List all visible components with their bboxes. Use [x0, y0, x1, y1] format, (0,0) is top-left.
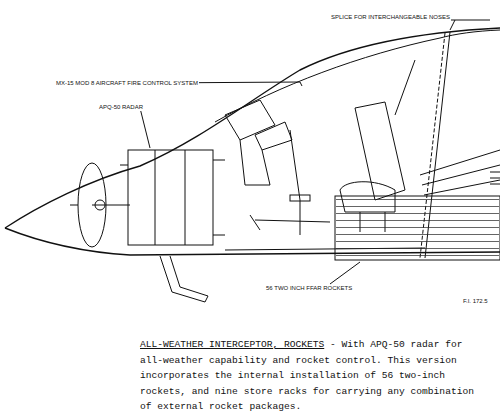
caption-block: ALL-WEATHER INTERCEPTOR, ROCKETS - With … [140, 337, 485, 415]
rockets-label: 56 TWO INCH FFAR ROCKETS [265, 285, 353, 292]
splice-label: SPLICE FOR INTERCHANGEABLE NOSES [330, 14, 451, 21]
radar-label: APQ-50 RADAR [98, 104, 144, 111]
figure-number: F.I. 172.5 [462, 298, 489, 305]
fire-control-label: MX-15 MOD 8 AIRCRAFT FIRE CONTROL SYSTEM [55, 80, 199, 87]
caption-title: ALL-WEATHER INTERCEPTOR, ROCKETS [140, 339, 324, 350]
